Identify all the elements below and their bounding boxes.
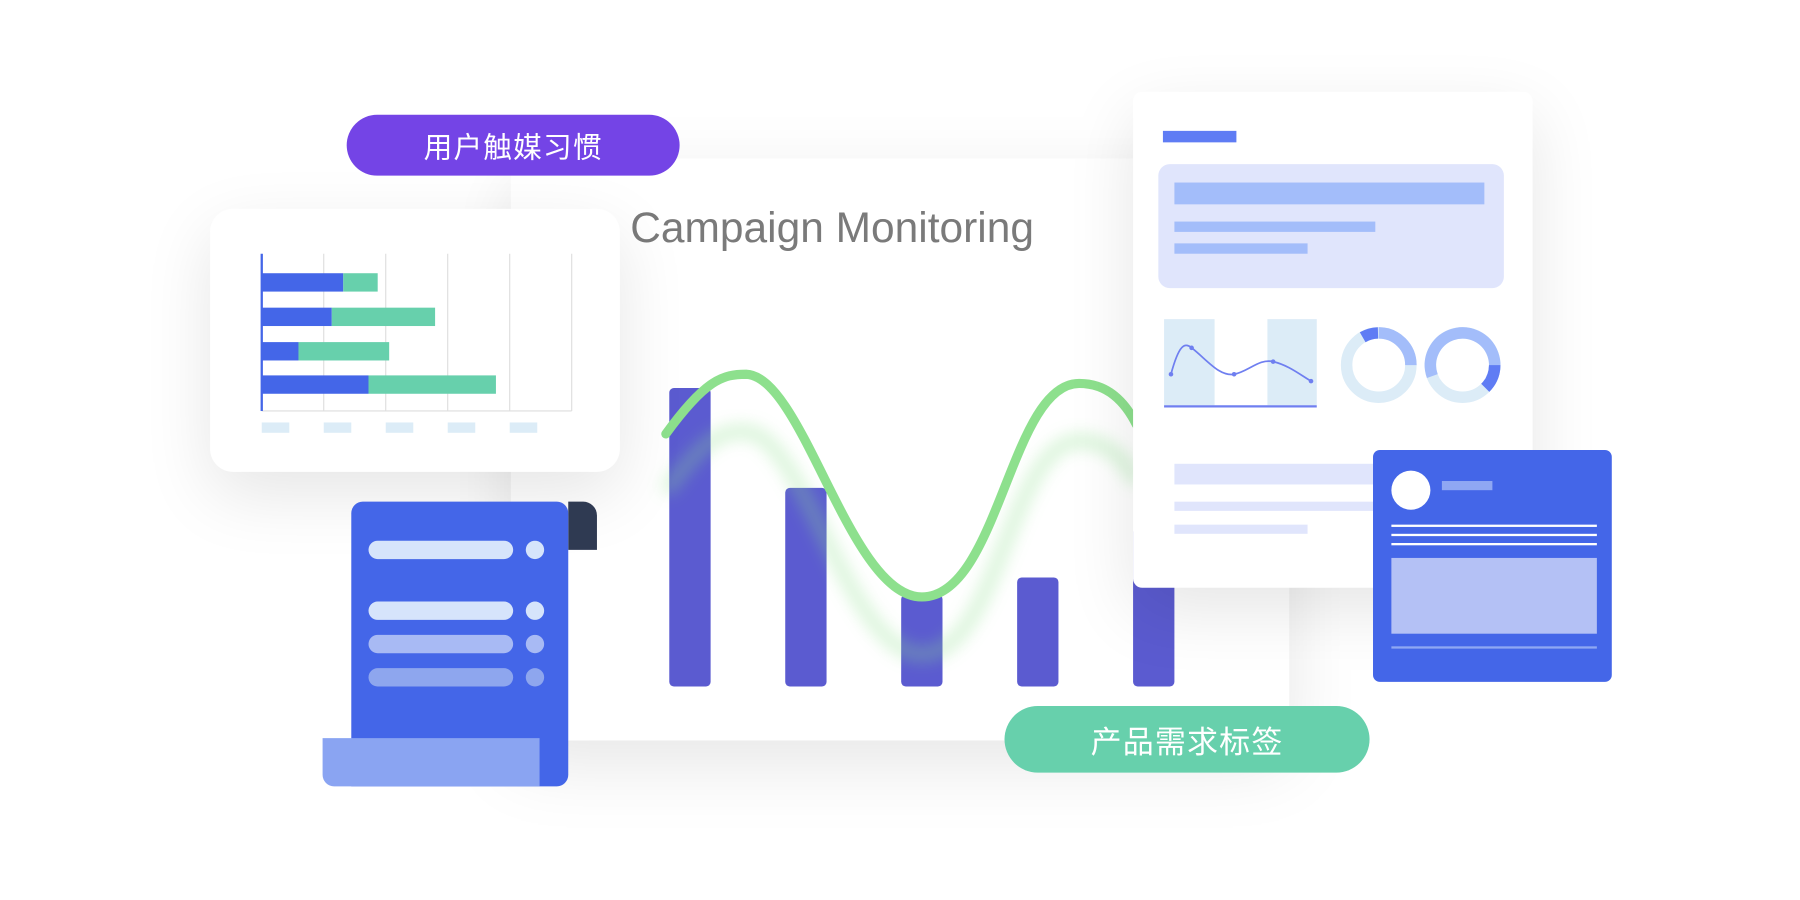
line-chart-icon bbox=[1164, 319, 1501, 408]
bar-segment bbox=[368, 375, 496, 394]
trend-curve-shadow bbox=[660, 424, 1143, 662]
text-placeholder bbox=[1174, 501, 1382, 511]
scroll-dot bbox=[525, 634, 545, 654]
user-habits-tag: 用户触媒习惯 bbox=[346, 114, 680, 176]
bar-segment bbox=[343, 273, 378, 292]
bar-segment bbox=[298, 342, 390, 361]
image-placeholder bbox=[1391, 557, 1597, 634]
donut-chart-icon bbox=[1340, 327, 1501, 403]
product-demand-tag: 产品需求标签 bbox=[1004, 706, 1370, 773]
text-placeholder bbox=[1174, 182, 1485, 205]
scroll-line bbox=[368, 601, 514, 620]
card-title: Campaign Monitoring bbox=[630, 204, 1034, 252]
tick-placeholders bbox=[261, 422, 538, 433]
scroll-dot bbox=[525, 540, 545, 560]
text-line bbox=[1391, 543, 1597, 546]
avatar bbox=[1391, 470, 1431, 510]
name-placeholder bbox=[1441, 481, 1493, 491]
trend-curve-line bbox=[661, 369, 1142, 602]
header-bar bbox=[1162, 130, 1237, 143]
text-placeholder bbox=[1174, 463, 1382, 485]
scroll-dot bbox=[525, 601, 545, 620]
dashboard-card bbox=[1133, 91, 1533, 588]
horizontal-bar-chart-card bbox=[210, 208, 620, 472]
horizontal-bar-chart bbox=[260, 253, 573, 433]
text-line bbox=[1391, 524, 1597, 527]
footer-line bbox=[1391, 646, 1597, 649]
text-placeholder bbox=[1174, 243, 1308, 254]
bar-segment bbox=[261, 342, 299, 361]
scroll-line bbox=[368, 540, 514, 560]
summary-panel bbox=[1158, 164, 1504, 289]
scroll-flap bbox=[322, 738, 540, 787]
text-placeholder bbox=[1174, 221, 1376, 232]
scroll-cap bbox=[568, 501, 597, 550]
scroll-line bbox=[368, 668, 514, 687]
chart-bar bbox=[669, 388, 711, 687]
bar-segment bbox=[331, 307, 436, 327]
bar-segment bbox=[261, 307, 332, 327]
chart-bar bbox=[1017, 577, 1059, 687]
bar-segment bbox=[261, 273, 344, 292]
scroll-dot bbox=[525, 668, 545, 687]
document-scroll-icon bbox=[322, 501, 599, 788]
scroll-line bbox=[368, 634, 514, 654]
chart-bar bbox=[901, 594, 943, 687]
text-placeholder bbox=[1174, 524, 1308, 534]
bar-segment bbox=[261, 375, 369, 394]
text-line bbox=[1391, 533, 1597, 537]
profile-card-icon bbox=[1373, 450, 1612, 682]
